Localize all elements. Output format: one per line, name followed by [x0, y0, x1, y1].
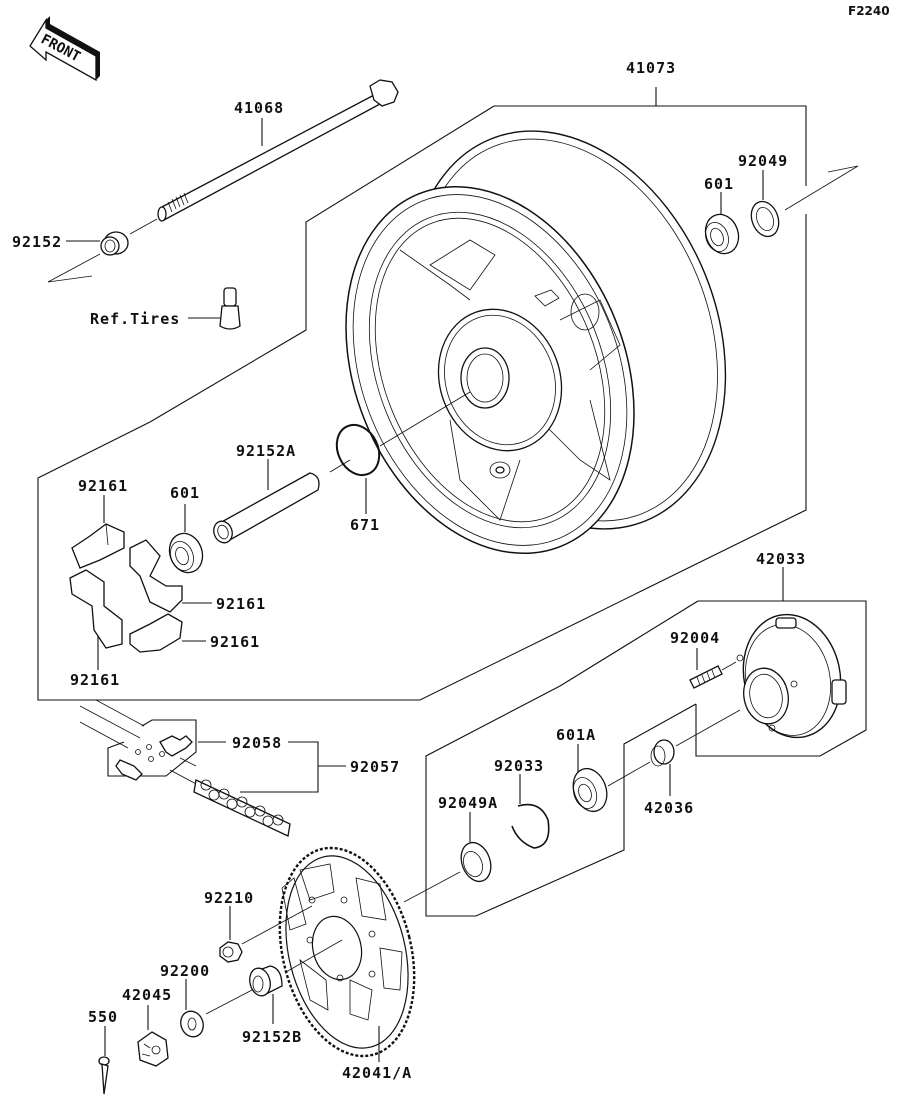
label-671: 671	[350, 516, 380, 534]
label-42041A: 42041/A	[342, 1064, 412, 1082]
label-92161-top: 92161	[78, 477, 128, 495]
chain-joint-part[interactable]	[115, 735, 193, 781]
label-92161-bottom: 92161	[70, 671, 120, 689]
label-92004: 92004	[670, 629, 720, 647]
label-601-right: 601	[704, 175, 734, 193]
oil-seal-right-part[interactable]	[747, 198, 784, 241]
label-92210: 92210	[204, 889, 254, 907]
label-42045: 42045	[122, 986, 172, 1004]
drive-chain-part[interactable]	[193, 779, 291, 837]
axle-collar-part[interactable]	[100, 231, 129, 256]
cotter-pin-part[interactable]	[98, 1056, 110, 1095]
label-92049A: 92049A	[438, 794, 498, 812]
sprocket-nut-part[interactable]	[219, 941, 243, 963]
inner-collar-part[interactable]	[211, 472, 320, 545]
label-92152B: 92152B	[242, 1028, 302, 1046]
label-92033: 92033	[494, 757, 544, 775]
axle-part[interactable]	[157, 79, 399, 222]
label-92152A: 92152A	[236, 442, 296, 460]
sprocket-hub-part[interactable]	[732, 605, 852, 746]
o-ring-part[interactable]	[329, 418, 387, 482]
damper-rubber-low-part[interactable]	[129, 613, 183, 653]
damper-rubber-bottom-part[interactable]	[69, 569, 123, 649]
tire-valve-part[interactable]	[219, 287, 241, 330]
label-92152: 92152	[12, 233, 62, 251]
wheel-bearing-right-part[interactable]	[700, 210, 744, 259]
label-550: 550	[88, 1008, 118, 1026]
label-601A: 601A	[556, 726, 596, 744]
label-92161-mid: 92161	[216, 595, 266, 613]
label-41068: 41068	[234, 99, 284, 117]
figure-code: F2240	[848, 4, 890, 18]
label-92200: 92200	[160, 962, 210, 980]
circlip-part[interactable]	[511, 803, 550, 849]
hub-stud-part[interactable]	[689, 665, 723, 689]
label-42033: 42033	[756, 550, 806, 568]
label-42036: 42036	[644, 799, 694, 817]
label-92058: 92058	[232, 734, 282, 752]
label-92057: 92057	[350, 758, 400, 776]
label-92049: 92049	[738, 152, 788, 170]
label-ref-tires: Ref.Tires	[90, 310, 180, 328]
label-41073: 41073	[626, 59, 676, 77]
label-92161-low: 92161	[210, 633, 260, 651]
rear-wheel-part[interactable]	[294, 84, 783, 597]
label-601-left: 601	[170, 484, 200, 502]
wheel-bearing-left-part[interactable]	[164, 529, 208, 578]
damper-rubber-mid-part[interactable]	[129, 539, 183, 613]
axle-nut-part[interactable]	[137, 1031, 169, 1067]
hub-collar-part[interactable]	[650, 739, 675, 767]
sprocket-collar-part[interactable]	[247, 965, 283, 998]
hub-bearing-part[interactable]	[567, 764, 612, 816]
damper-rubber-top-part[interactable]	[71, 523, 125, 569]
rear-sprocket-part[interactable]	[259, 834, 434, 1071]
axle-washer-part[interactable]	[177, 1008, 207, 1040]
front-direction-arrow: FRONT	[29, 16, 100, 82]
hub-oil-seal-part[interactable]	[456, 838, 496, 885]
